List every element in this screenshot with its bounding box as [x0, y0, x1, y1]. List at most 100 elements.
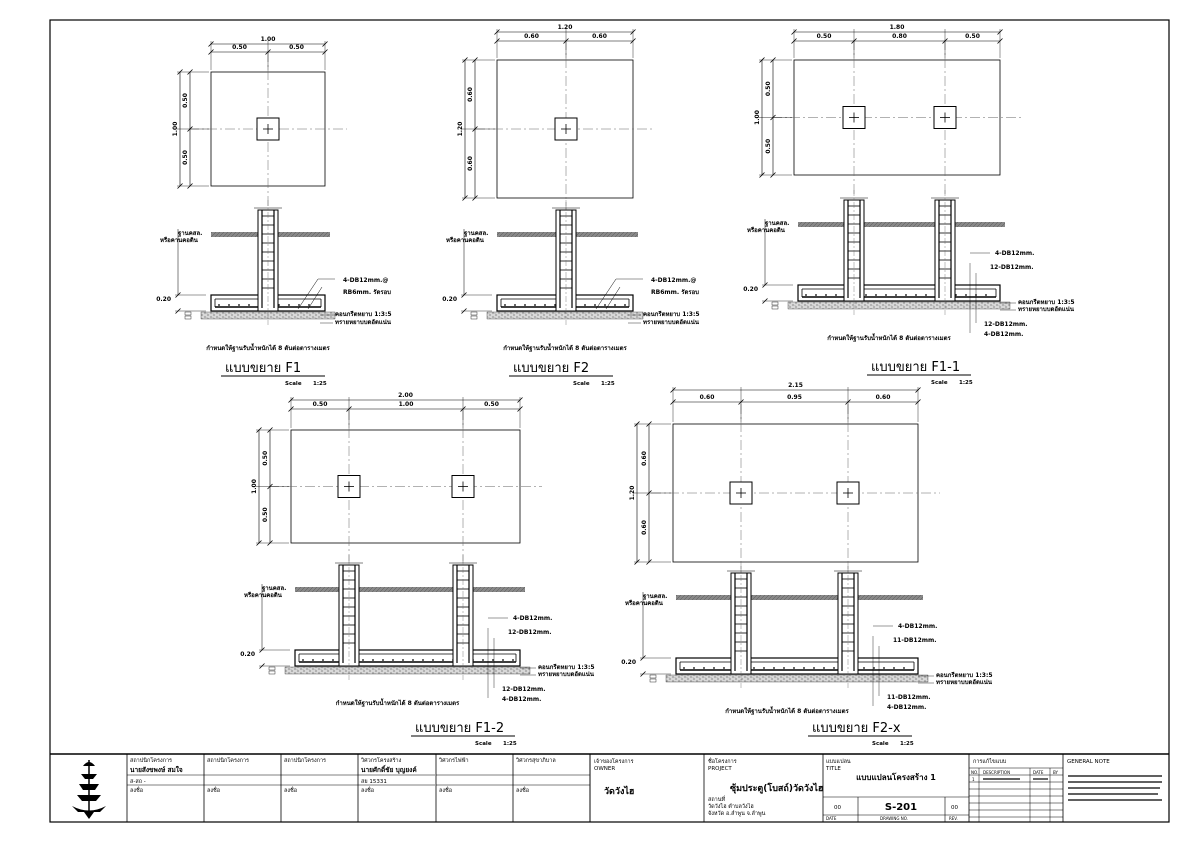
discipline-sign: ลงชื่อ — [130, 786, 143, 794]
rebar-dot — [803, 667, 805, 669]
discipline-head: วิศวกรสุขาภิบาล — [515, 757, 556, 764]
scale-value: 1:25 — [503, 741, 517, 747]
scale-value: 1:25 — [900, 741, 914, 747]
rebar-dot — [238, 304, 240, 306]
rebar-dot — [288, 304, 290, 306]
rebar-note-bottom: 12-DB12mm. — [984, 321, 1028, 328]
dim-segment: 1.00 — [399, 401, 414, 408]
rebar-dot — [422, 659, 424, 661]
dim-segment: 0.60 — [524, 33, 539, 40]
rebar-dot — [322, 659, 324, 661]
dim-total-width: 1.20 — [558, 24, 573, 31]
rebar-dot — [723, 667, 725, 669]
rebar-note-main: 4-DB12mm.@ — [343, 277, 388, 284]
lean-concrete-layer — [284, 666, 531, 675]
rebar-dot — [442, 659, 444, 661]
rebar-note-tie: RB6mm. รัดรอบ — [343, 288, 391, 296]
rebar-dot — [228, 304, 230, 306]
project-head: ชื่อโครงการ — [708, 757, 737, 765]
dim-total-width: 1.80 — [890, 24, 905, 31]
dim-footing-thickness: 0.20 — [743, 286, 758, 293]
footing-section — [797, 284, 1001, 302]
rebar-dot — [833, 667, 835, 669]
discipline-head: วิศวกรไฟฟ้า — [438, 757, 469, 764]
lean-concrete-layer — [665, 674, 929, 683]
project-sub: PROJECT — [708, 766, 732, 772]
concrete-note: คอนกรีตหยาบ 1:3:5 — [1018, 298, 1075, 306]
dim-segment: 0.50 — [765, 139, 772, 154]
location-value: วัดวังไฮ ตำบลวังไฮ — [708, 803, 754, 810]
rebar-note-tie: RB6mm. รัดรอบ — [651, 288, 699, 296]
detail-title: แบบขยาย F2 Scale 1:25 — [509, 361, 615, 387]
rebar-dot — [763, 667, 765, 669]
dim-total-height: 1.20 — [629, 486, 636, 501]
date-label: DATE — [826, 816, 837, 821]
dim-segment: 0.60 — [700, 394, 715, 401]
discipline-reg: สย 15331 — [361, 778, 387, 785]
location-head: สถานที่ — [708, 795, 726, 803]
rebar-dot — [594, 304, 596, 306]
section-view: ฐานคสล.หรือคานคอดิน0.204-DB12mm.12-DB12m… — [240, 555, 595, 707]
rebar-dot — [893, 667, 895, 669]
general-note-head: GENERAL NOTE — [1067, 759, 1110, 765]
rebar-dot — [903, 667, 905, 669]
scale-label: Scale — [573, 381, 590, 387]
rebar-dot — [248, 304, 250, 306]
beam-label-1: ฐานคสล. — [464, 230, 488, 237]
rev-col-desc: DESCRIPTION — [983, 770, 1010, 775]
discipline-head: สถาปนิกโครงการ — [284, 756, 326, 764]
general-note-text-block — [1068, 775, 1162, 801]
rebar-note-main: 12-DB12mm. — [508, 629, 552, 636]
sand-note: ทรายหยาบบดอัดแน่น — [1018, 305, 1075, 313]
rebar-dot — [813, 667, 815, 669]
lean-concrete-layer — [486, 311, 644, 320]
rev-col-date: DATE — [1033, 770, 1044, 775]
section-view: ฐานคสล.หรือคานคอดิน0.204-DB12mm.@RB6mm. … — [442, 200, 700, 352]
scale-value: 1:25 — [601, 381, 615, 387]
discipline-sign: ลงชื่อ — [439, 786, 452, 794]
dim-segment: 0.50 — [289, 44, 304, 51]
dim-total-width: 2.15 — [788, 382, 803, 389]
rebar-dot — [925, 294, 927, 296]
lean-concrete-layer — [787, 301, 1011, 310]
dim-segment: 0.50 — [765, 81, 772, 96]
rebar-dot — [713, 667, 715, 669]
rebar-dot — [965, 294, 967, 296]
beam-label-2: หรือคานคอดิน — [244, 591, 283, 599]
rebar-dot — [885, 294, 887, 296]
rev-col-no: NO. — [971, 770, 978, 775]
rebar-dot — [512, 659, 514, 661]
detail-title-text: แบบขยาย F2 — [513, 361, 589, 376]
sand-note: ทรายหยาบบดอัดแน่น — [643, 318, 700, 326]
drawing-sub: TITLE — [825, 766, 841, 772]
dim-segment: 0.50 — [182, 150, 189, 165]
rebar-dot — [514, 304, 516, 306]
plan-view — [651, 404, 940, 582]
rebar-dot — [504, 304, 506, 306]
rebar-dot — [544, 304, 546, 306]
scale-value: 1:25 — [959, 380, 973, 386]
dim-segment: 0.50 — [313, 401, 328, 408]
rebar-dot — [312, 659, 314, 661]
footing-section — [675, 657, 919, 675]
discipline-name: นายสังขพงษ์ สมใจ — [130, 765, 183, 774]
detail-title-text: แบบขยาย F1 — [225, 361, 301, 376]
detail-title-text: แบบขยาย F2-x — [812, 721, 901, 736]
rebar-note-top: 4-DB12mm. — [995, 250, 1034, 257]
dim-segment: 0.95 — [787, 394, 802, 401]
discipline-head: วิศวกรโครงสร้าง — [360, 756, 402, 764]
soil-capacity-note: กำหนดให้ฐานรับน้ำหนักได้ 8 ตันต่อตารางเม… — [827, 332, 951, 342]
drawing-no-label: DRAWING NO. — [880, 816, 908, 821]
soil-capacity-note: กำหนดให้ฐานรับน้ำหนักได้ 8 ตันต่อตารางเม… — [503, 342, 627, 352]
rebar-note-bottom-2: 4-DB12mm. — [502, 696, 541, 703]
